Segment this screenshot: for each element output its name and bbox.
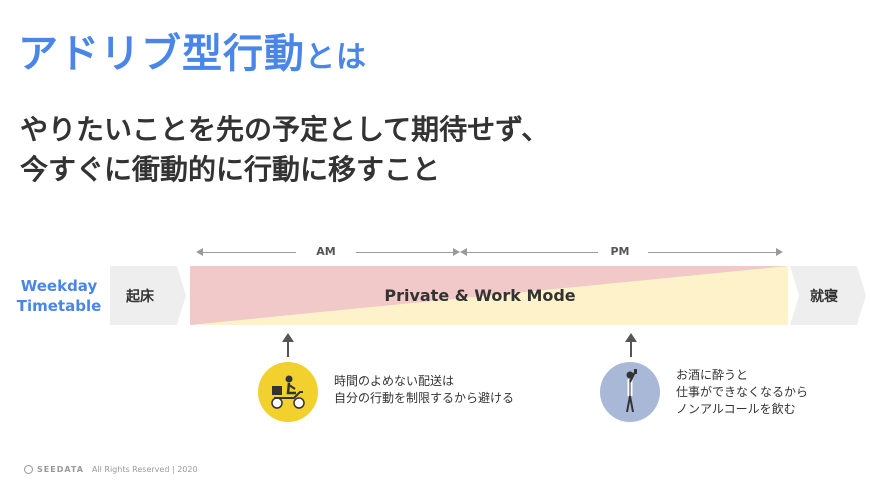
- am-label: AM: [316, 245, 336, 258]
- am-arrow-right-head: [453, 248, 460, 256]
- wake-up-label: 起床: [126, 288, 154, 305]
- page-title: アドリブ型行動とは: [18, 34, 367, 74]
- am-arrow-left-head: [196, 248, 203, 256]
- weekday-label-line-2: Timetable: [16, 297, 102, 315]
- private-mode-region: [190, 266, 788, 325]
- footer: SEEDATA All Rights Reserved | 2020: [24, 465, 198, 474]
- drinking-person-icon: [626, 369, 637, 413]
- scooter-icon: [271, 375, 305, 409]
- seedata-logo-icon: [24, 465, 33, 474]
- wake-up-chevron: 起床: [110, 266, 186, 325]
- am-arrow-line-right: [356, 252, 454, 253]
- mode-label: Private & Work Mode: [384, 286, 576, 305]
- pm-arrow-right-head: [776, 248, 783, 256]
- delivery-note-line-1: 時間のよめない配送は: [334, 374, 455, 388]
- up-arrow-left-line: [287, 341, 289, 357]
- alcohol-note-line-2: 仕事ができなくなるから: [676, 385, 809, 399]
- up-arrow-right-line: [630, 341, 632, 357]
- alcohol-note: お酒に酔うと 仕事ができなくなるから ノンアルコールを飲む: [676, 367, 808, 418]
- page-subtitle: やりたいことを先の予定として期待せず、 今すぐに衝動的に行動に移すこと: [20, 110, 549, 190]
- alcohol-note-line-1: お酒に酔うと: [676, 368, 749, 382]
- footer-brand: SEEDATA: [37, 465, 84, 474]
- title-main: アドリブ型行動: [18, 31, 305, 77]
- sleep-label: 就寝: [810, 288, 838, 305]
- up-arrow-left-head: [282, 333, 294, 342]
- drinking-person-illustration: [600, 362, 660, 422]
- subtitle-line-2: 今すぐに衝動的に行動に移すこと: [20, 153, 441, 186]
- sleep-chevron: 就寝: [790, 266, 866, 325]
- pm-arrow-line-left: [464, 252, 598, 253]
- title-suffix: とは: [305, 40, 367, 75]
- am-arrow-line-left: [200, 252, 296, 253]
- weekday-timetable-label: Weekday Timetable: [14, 276, 104, 316]
- alcohol-note-line-3: ノンアルコールを飲む: [676, 402, 796, 416]
- subtitle-line-1: やりたいことを先の予定として期待せず、: [20, 113, 550, 146]
- mode-band-graphic: [190, 266, 788, 325]
- private-work-mode-band: [190, 266, 788, 325]
- pm-label: PM: [610, 245, 630, 258]
- footer-rights: All Rights Reserved | 2020: [91, 465, 198, 474]
- delivery-note: 時間のよめない配送は 自分の行動を制限するから避ける: [334, 373, 514, 407]
- delivery-note-line-2: 自分の行動を制限するから避ける: [334, 391, 515, 405]
- delivery-scooter-illustration: [258, 362, 318, 422]
- pm-arrow-left-head: [460, 248, 467, 256]
- pm-arrow-line-right: [648, 252, 776, 253]
- weekday-label-line-1: Weekday: [20, 277, 98, 295]
- up-arrow-right-head: [625, 333, 637, 342]
